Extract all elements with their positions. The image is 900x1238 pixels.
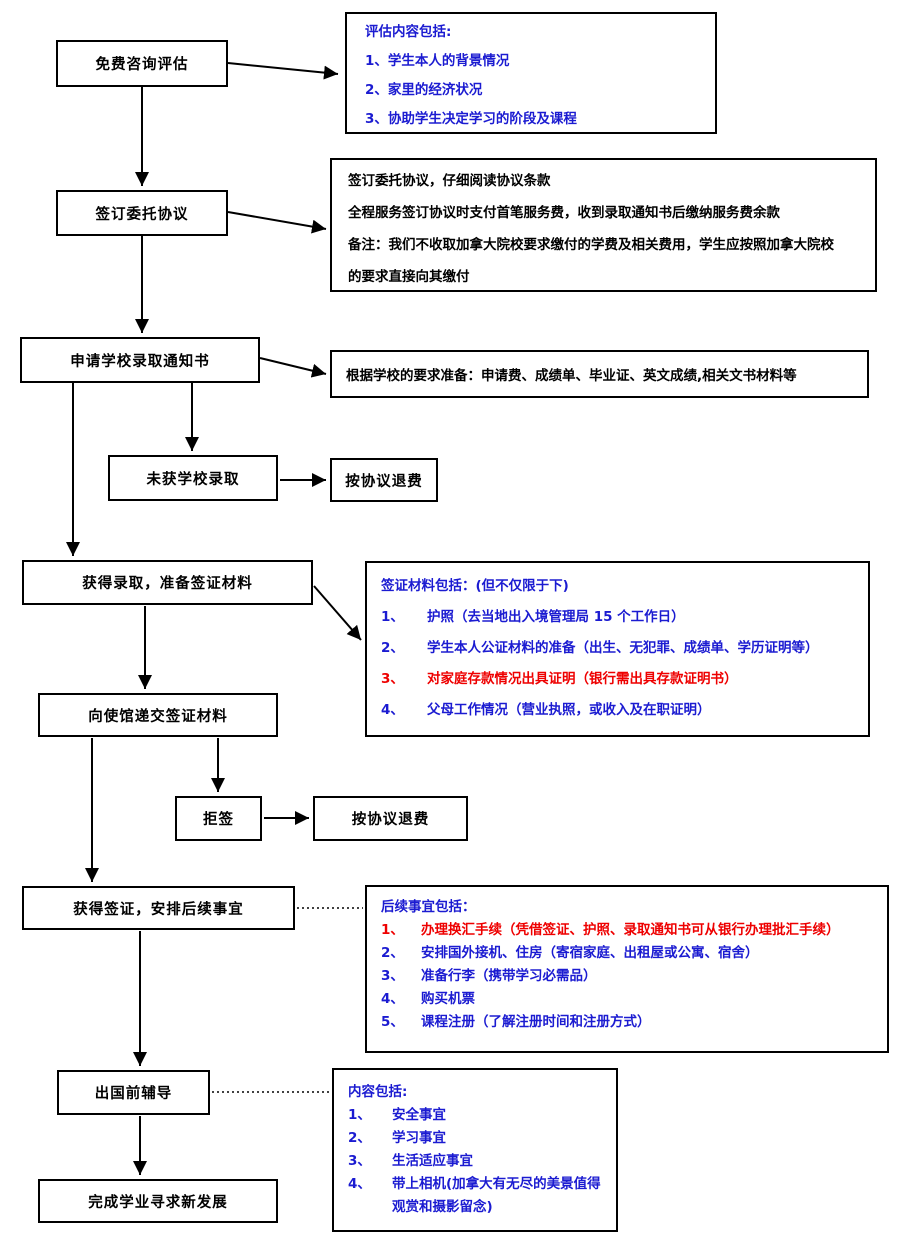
followup-box-title: 后续事宜包括： [381,899,476,915]
content-box-title: 内容包括: [348,1084,408,1100]
agreement-line: 签订委托协议，仔细阅读协议条款 [348,173,551,189]
followup-box-item: 5、课程注册（了解注册时间和注册方式） [381,1014,651,1030]
step-complete-study: 完成学业寻求新发展 [38,1179,278,1223]
visa-box-item: 1、护照（去当地出入境管理局 15 个工作日） [381,609,685,625]
school-requirements-box: 根据学校的要求准备：申请费、成绩单、毕业证、英文成绩,相关文书材料等 [330,350,869,398]
step-not-admitted: 未获学校录取 [108,455,278,501]
visa-box-item: 3、对家庭存款情况出具证明（银行需出具存款证明书） [381,671,738,687]
eval-box-item: 3、协助学生决定学习的阶段及课程 [365,111,577,127]
arrow-consult-to-eval [227,62,339,80]
agreement-line: 的要求直接向其缴付 [348,269,470,285]
step-admitted-prepare-visa: 获得录取，准备签证材料 [22,560,313,605]
content-box-item: 1、安全事宜 [348,1107,446,1123]
eval-box-item: 1、学生本人的背景情况 [365,53,510,69]
visa-box-title: 签证材料包括：(但不仅限于下) [381,578,569,594]
arrow-admitted-to-visabox [313,585,362,641]
content-box-item: 4、带上相机(加拿大有无尽的美景值得观赏和摄影留念) [348,1176,601,1215]
school-requirements-text: 根据学校的要求准备：申请费、成绩单、毕业证、英文成绩,相关文书材料等 [346,368,797,384]
step-apply-admission: 申请学校录取通知书 [20,337,260,383]
eval-box-item: 2、家里的经济状况 [365,82,483,98]
step-refund-visa: 按协议退费 [313,796,468,841]
content-box-item: 2、学习事宜 [348,1130,446,1146]
agreement-line: 全程服务签订协议时支付首笔服务费，收到录取通知书后缴纳服务费余款 [348,205,780,221]
visa-materials-box: 签证材料包括：(但不仅限于下) 1、护照（去当地出入境管理局 15 个工作日） … [365,561,870,737]
arrow-sign-to-agreement [227,211,327,234]
step-visa-refused: 拒签 [175,796,262,841]
content-box-item: 3、生活适应事宜 [348,1153,473,1169]
visa-box-item: 2、学生本人公证材料的准备（出生、无犯罪、成绩单、学历证明等） [381,640,819,656]
followup-box-item: 4、购买机票 [381,991,475,1007]
agreement-line: 备注：我们不收取加拿大院校要求缴付的学费及相关费用，学生应按照加拿大院校 [348,237,834,253]
followup-matters-box: 后续事宜包括： 1、办理换汇手续（凭借签证、护照、录取通知书可从银行办理批汇手续… [365,885,889,1053]
predeparture-content-box: 内容包括: 1、安全事宜 2、学习事宜 3、生活适应事宜 4、带上相机(加拿大有… [332,1068,618,1232]
step-visa-granted: 获得签证，安排后续事宜 [22,886,295,930]
agreement-detail-box: 签订委托协议，仔细阅读协议条款 全程服务签订协议时支付首笔服务费，收到录取通知书… [330,158,877,292]
eval-box-title: 评估内容包括: [365,24,452,40]
step-submit-visa: 向使馆递交签证材料 [38,693,278,737]
visa-box-item: 4、父母工作情况（营业执照，或收入及在职证明） [381,702,711,718]
eval-content-box: 评估内容包括: 1、学生本人的背景情况 2、家里的经济状况 3、协助学生决定学习… [345,12,717,134]
step-pre-departure: 出国前辅导 [57,1070,210,1115]
step-free-consult: 免费咨询评估 [56,40,228,87]
followup-box-item: 3、准备行李（携带学习必需品） [381,968,597,984]
arrow-apply-to-prepare [259,357,327,378]
followup-box-item: 2、安排国外接机、住房（寄宿家庭、出租屋或公寓、宿舍） [381,945,759,961]
step-sign-agreement: 签订委托协议 [56,190,228,236]
followup-box-item: 1、办理换汇手续（凭借签证、护照、录取通知书可从银行办理批汇手续） [381,922,840,938]
step-refund-school: 按协议退费 [330,458,438,502]
